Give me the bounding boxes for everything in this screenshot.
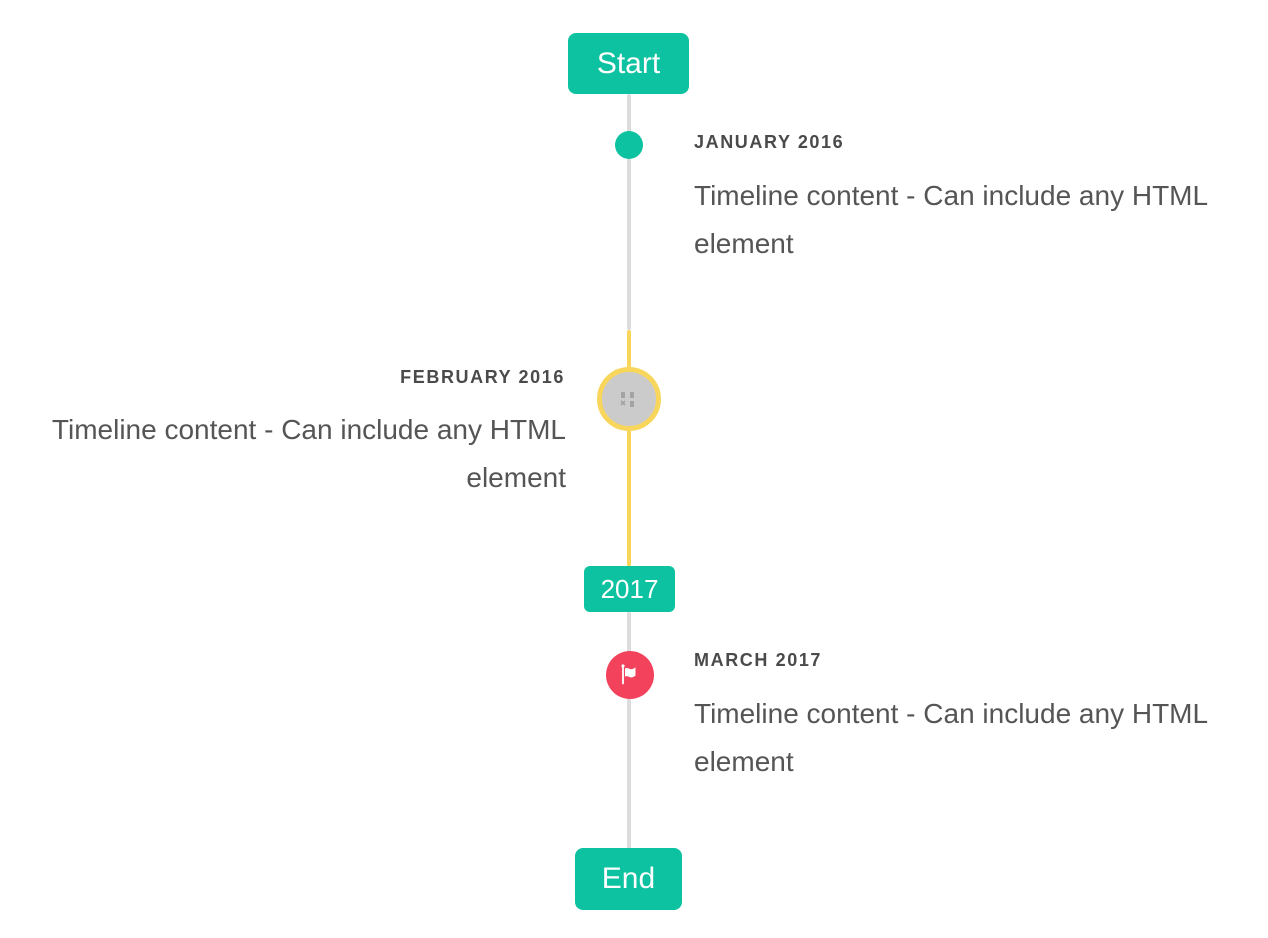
february-2016-marker-image-circle[interactable] [597, 367, 661, 431]
january-2016-content: Timeline content - Can include any HTML … [694, 180, 1208, 259]
year-badge-2017[interactable]: 2017 [584, 566, 675, 612]
january-2016-marker-dot[interactable] [615, 131, 643, 159]
march-2017-content: Timeline content - Can include any HTML … [694, 698, 1208, 777]
start-badge[interactable]: Start [568, 33, 689, 94]
timeline-line-segment-highlighted [627, 330, 631, 567]
march-2017-marker-flag-circle[interactable] [606, 651, 654, 699]
january-2016-label: JANUARY 2016 [694, 132, 845, 152]
march-2017-label: MARCH 2017 [694, 650, 823, 670]
february-2016-content: Timeline content - Can include any HTML … [51, 414, 566, 493]
timeline-line-segment-top [627, 94, 631, 330]
end-badge[interactable]: End [575, 848, 682, 910]
timeline-line-segment-bottom [627, 612, 631, 849]
flag-icon [618, 663, 642, 687]
broken-image-icon [620, 389, 638, 409]
february-2016-label: FEBRUARY 2016 [400, 367, 565, 387]
